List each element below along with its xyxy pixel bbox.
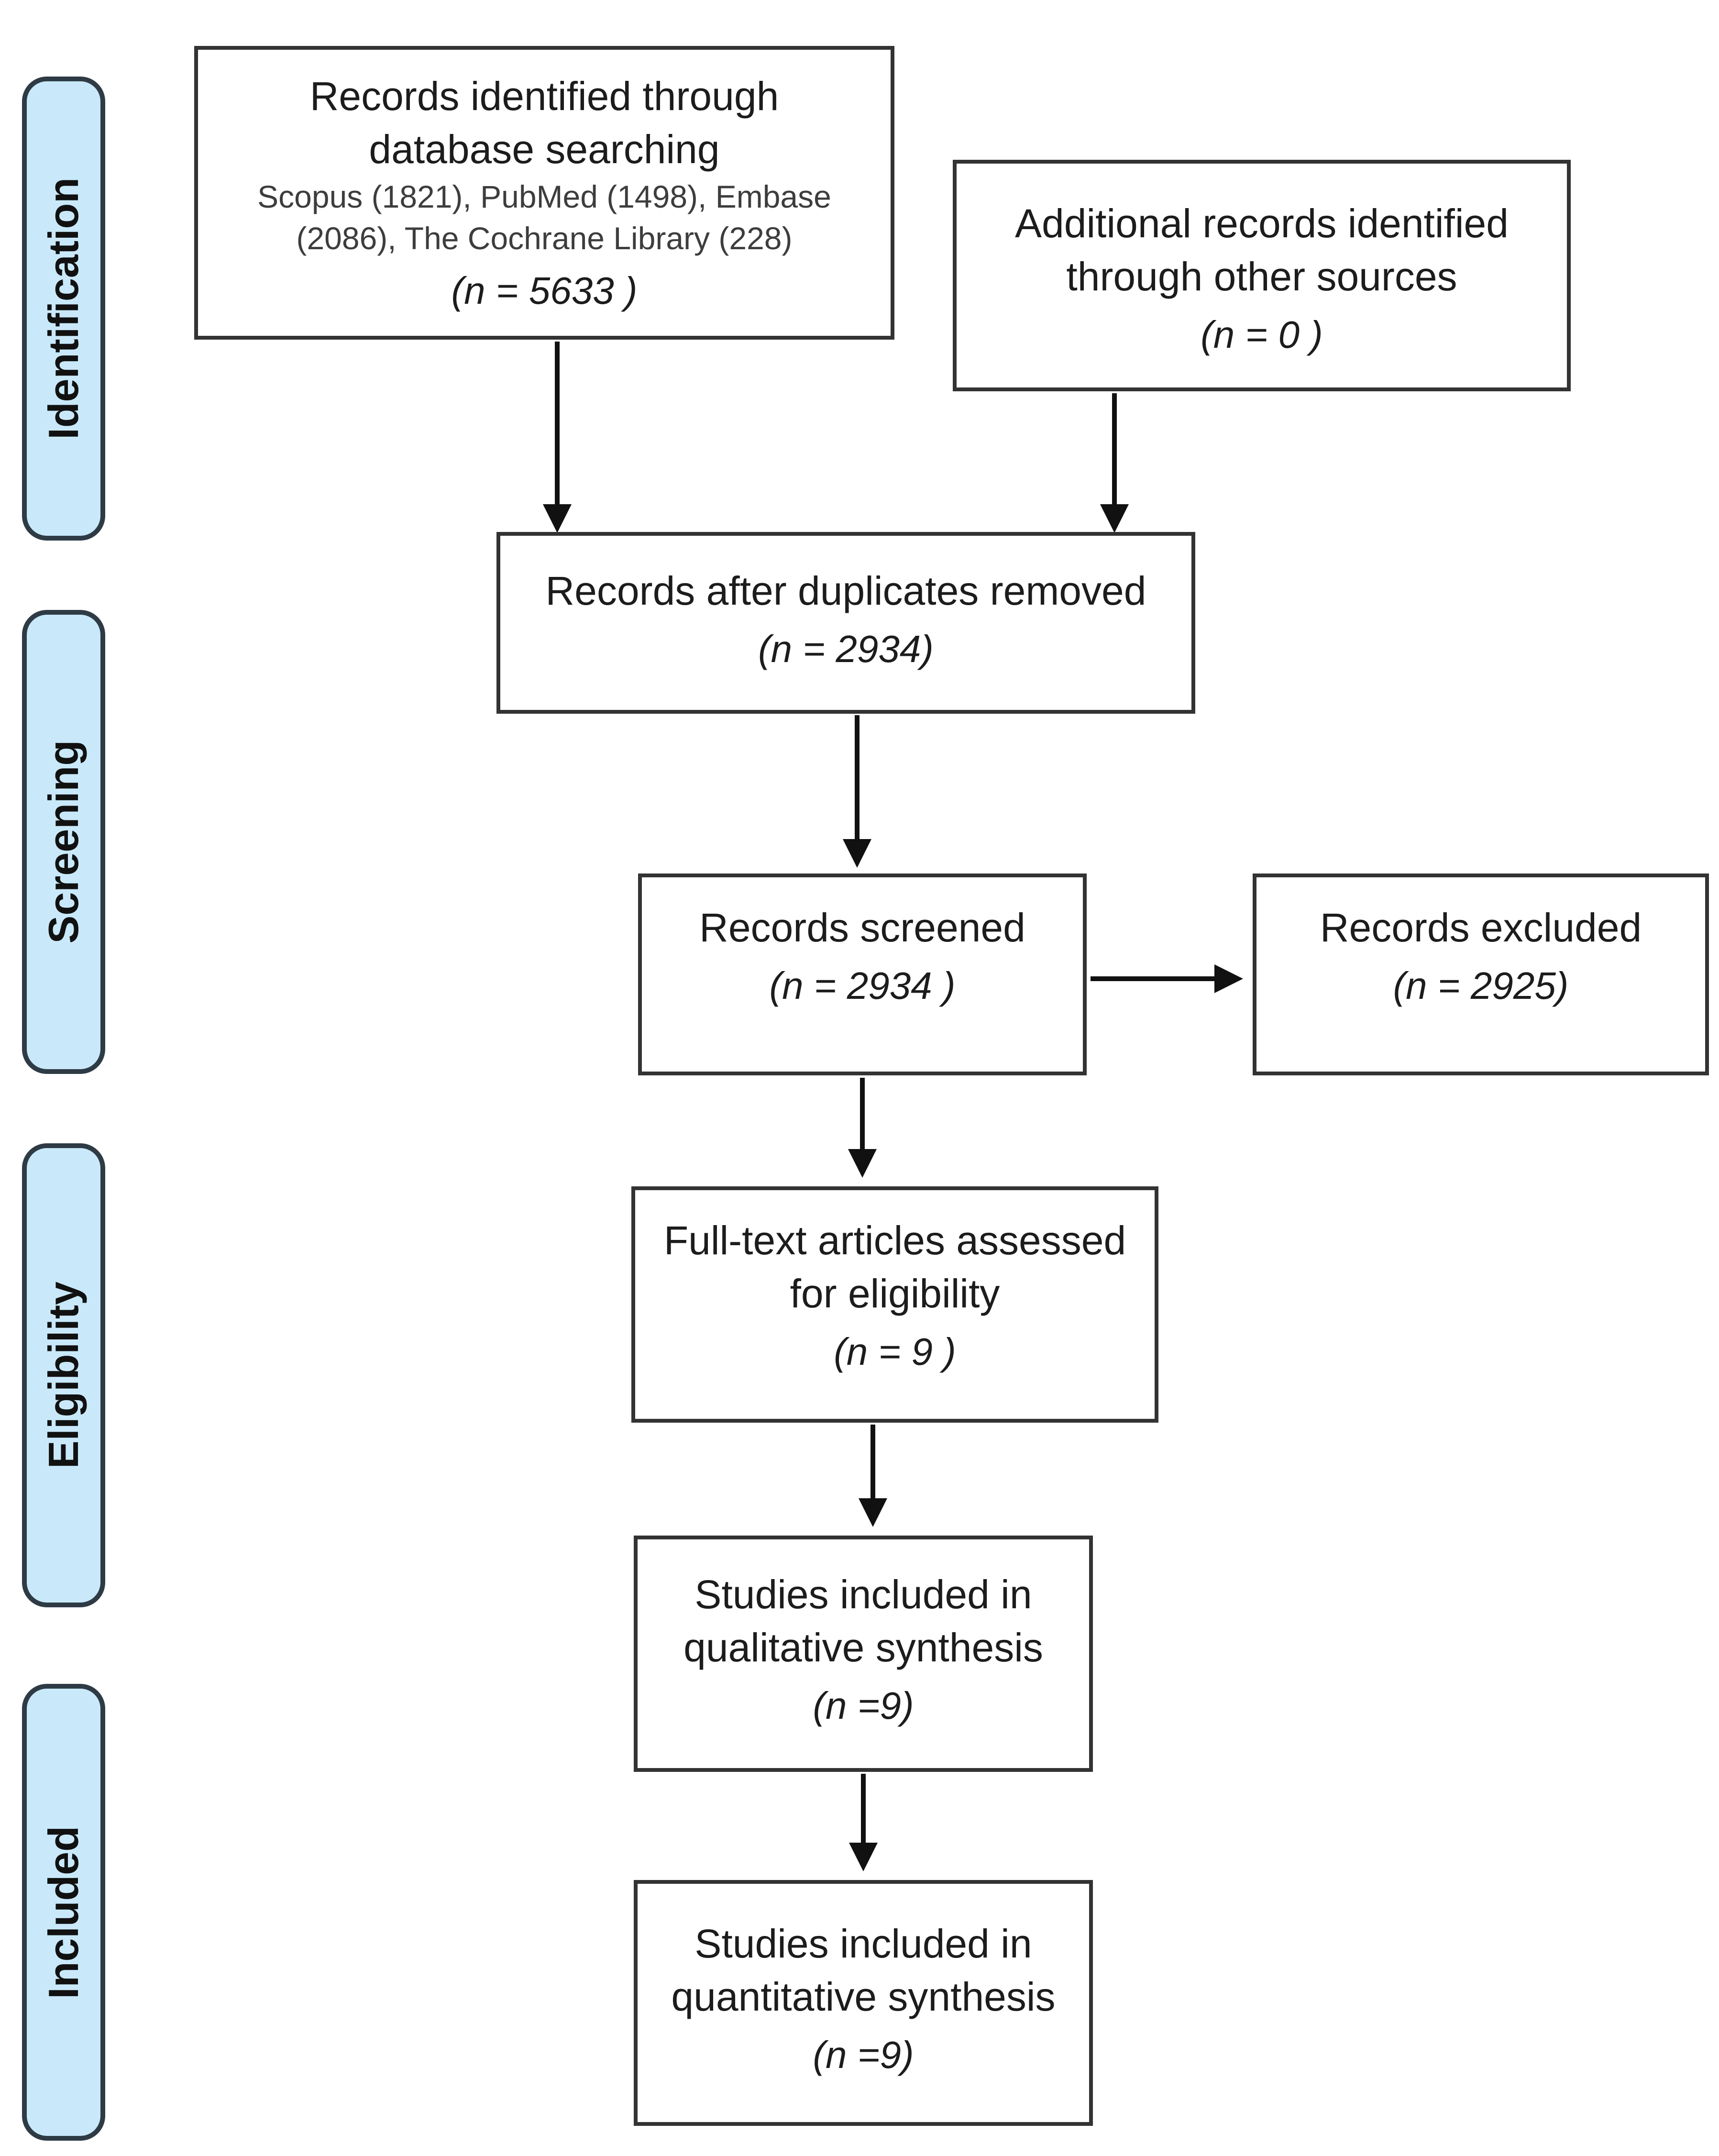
box-n-value: (n =9) <box>813 1684 914 1727</box>
stage-label-eligibility: Eligibility <box>40 1282 87 1469</box>
stage-label-included: Included <box>40 1825 87 1999</box>
box-quantitative-synthesis: Studies included in quantitative synthes… <box>634 1880 1093 2126</box>
box-n-value: (n = 5633 ) <box>451 269 638 312</box>
box-n-value: (n = 0 ) <box>1201 313 1323 356</box>
box-additional-records: Additional records identified through ot… <box>953 160 1571 391</box>
stage-band-included: Included <box>22 1684 105 2141</box>
box-n-value: (n = 2934) <box>758 627 934 670</box>
box-title: Records screened <box>699 905 1025 950</box>
box-qualitative-synthesis: Studies included in qualitative synthesi… <box>634 1536 1093 1772</box>
box-title: Records identified through database sear… <box>309 74 779 172</box>
box-records-identified: Records identified through database sear… <box>194 46 894 340</box>
box-fulltext-assessed: Full-text articles assessed for eligibil… <box>631 1186 1158 1423</box>
box-n-value: (n = 2934 ) <box>769 964 956 1007</box>
box-n-value: (n = 9 ) <box>834 1330 956 1373</box>
box-records-screened: Records screened (n = 2934 ) <box>638 873 1087 1075</box>
box-title: Studies included in qualitative synthesi… <box>683 1572 1043 1670</box>
stage-band-screening: Screening <box>22 610 105 1074</box>
box-title: Records excluded <box>1320 905 1642 950</box>
box-title: Records after duplicates removed <box>545 568 1146 613</box>
stage-band-eligibility: Eligibility <box>22 1143 105 1607</box>
box-duplicates-removed: Records after duplicates removed (n = 29… <box>496 532 1195 714</box>
box-title: Additional records identified through ot… <box>1015 201 1509 299</box>
box-n-value: (n = 2925) <box>1393 964 1569 1007</box>
box-detail: Scopus (1821), PubMed (1498), Embase (20… <box>257 178 831 256</box>
box-title: Full-text articles assessed for eligibil… <box>663 1218 1126 1316</box>
stage-label-screening: Screening <box>40 740 87 944</box>
stage-band-identification: Identification <box>22 77 105 541</box>
box-title: Studies included in quantitative synthes… <box>671 1921 1056 2019</box>
stage-label-identification: Identification <box>40 177 87 440</box>
box-n-value: (n =9) <box>813 2033 914 2076</box>
box-records-excluded: Records excluded (n = 2925) <box>1253 873 1709 1075</box>
